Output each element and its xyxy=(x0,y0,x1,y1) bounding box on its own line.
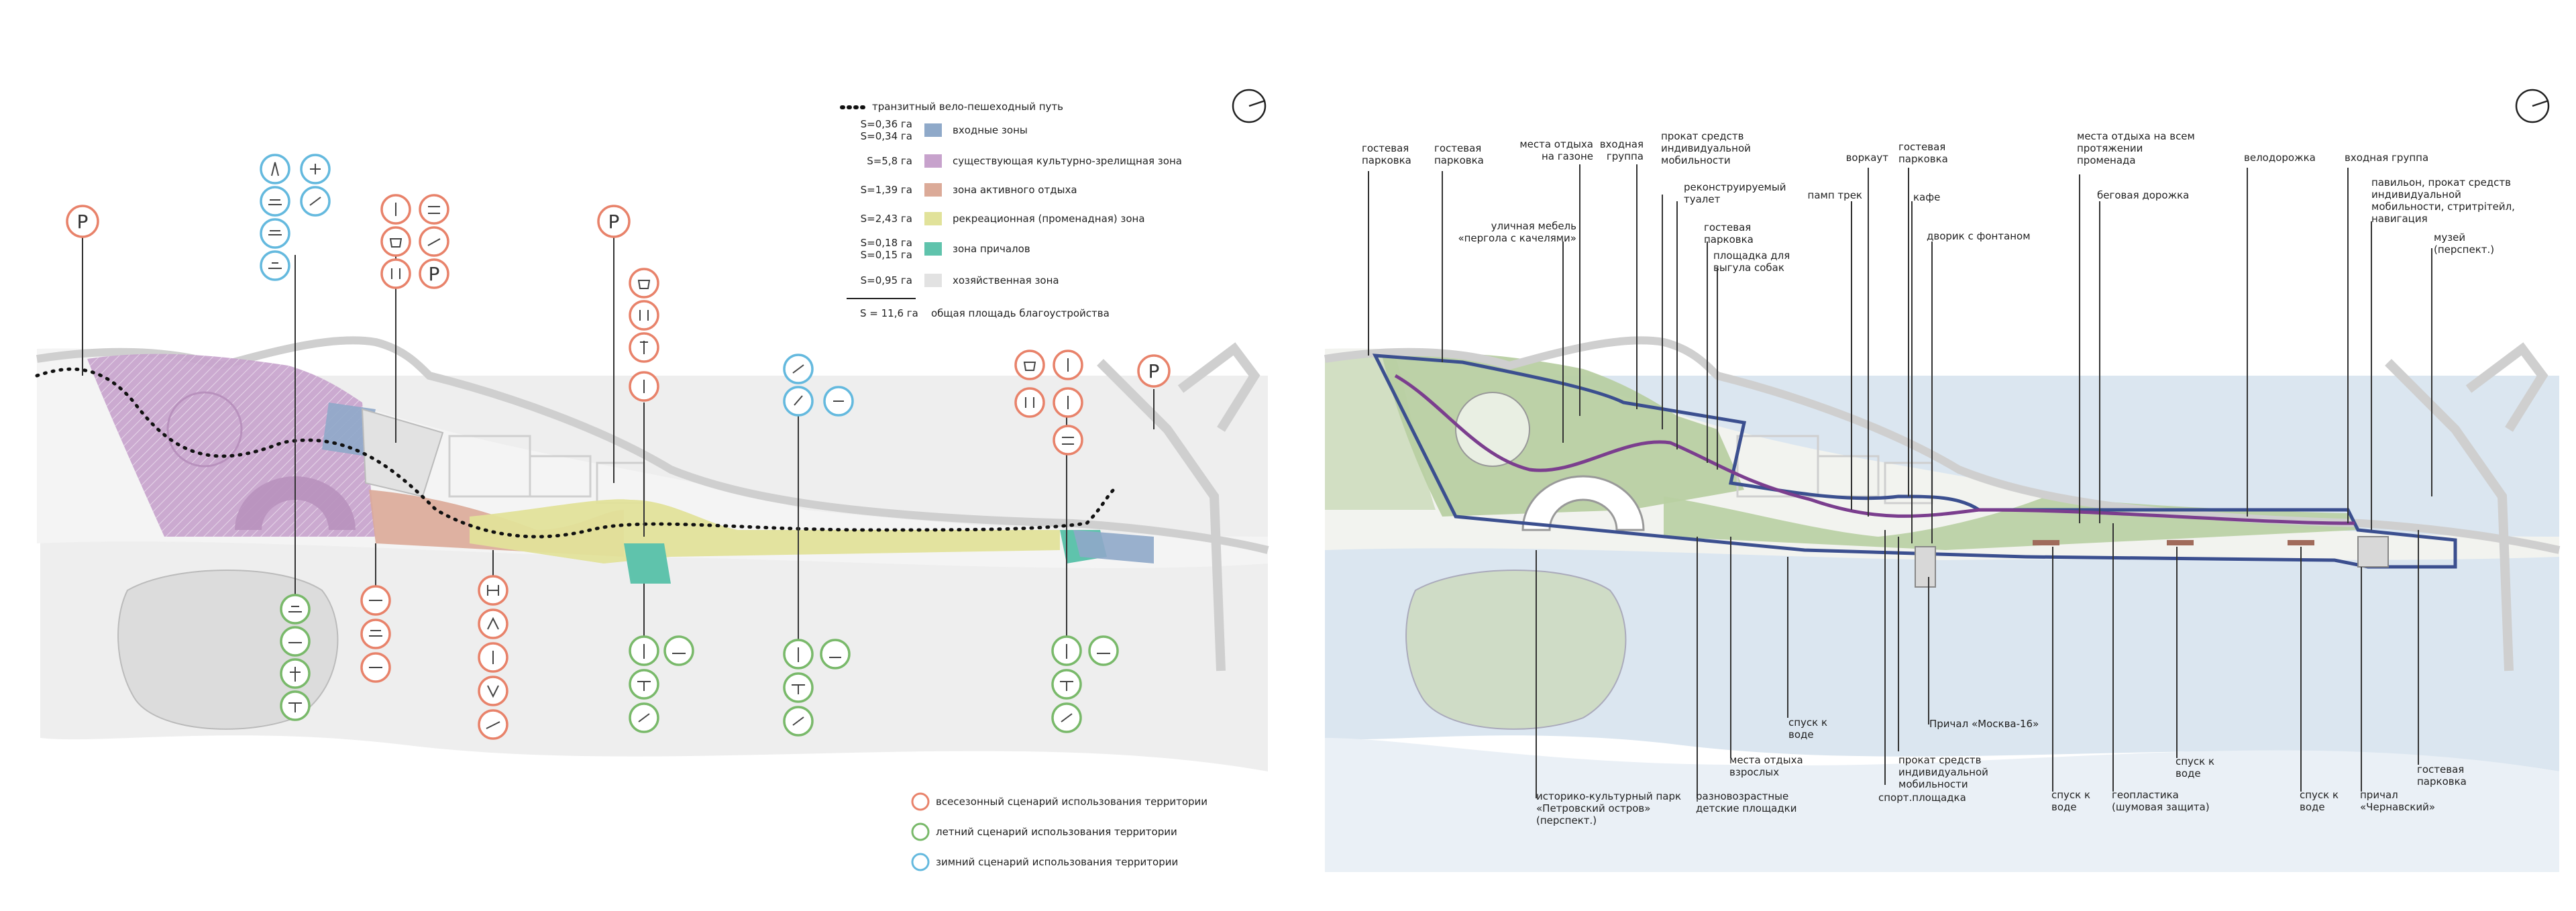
legend-left xyxy=(840,105,942,299)
parking-letter: P xyxy=(429,263,440,285)
north-arrow-left xyxy=(1232,89,1267,123)
parking-icon-3 xyxy=(597,205,631,238)
sled-icon xyxy=(260,186,290,217)
icon-leaders-left xyxy=(82,235,1155,644)
bench-icon-2 xyxy=(360,619,391,649)
i-love-nn-icon-2 xyxy=(1053,425,1083,455)
icons-left: P P P P xyxy=(66,154,1171,740)
cafe-icon-2 xyxy=(629,268,659,299)
bench-winter-icon xyxy=(260,218,290,249)
parking-letter: P xyxy=(77,211,89,233)
sled2-icon xyxy=(260,250,290,281)
parking-icon-4 xyxy=(1137,354,1171,388)
river-lower-right xyxy=(1325,738,2559,872)
bridge-right xyxy=(2385,342,2548,672)
zone-promenade xyxy=(470,499,1060,564)
parking-icon-2 xyxy=(419,258,449,289)
right-master-plan xyxy=(1324,336,2561,872)
island-right xyxy=(1405,570,1627,730)
swatch-entrance xyxy=(924,123,942,137)
swatch-piers xyxy=(924,242,942,256)
parking-letter: P xyxy=(608,211,620,233)
parking-icon xyxy=(66,205,99,238)
cafe-icon-3 xyxy=(1014,350,1045,380)
water-steps xyxy=(2033,540,2314,545)
transit-path-left xyxy=(35,367,1116,539)
cafe-icon xyxy=(380,226,411,257)
leaders-right xyxy=(1368,164,2432,798)
parking-letter: P xyxy=(1148,360,1160,382)
picnic-icon xyxy=(280,594,311,625)
green-left-edge xyxy=(1325,356,1436,510)
amphitheater xyxy=(235,476,356,530)
boat-icon-2 xyxy=(1088,635,1119,666)
swatch-household xyxy=(924,274,942,287)
pier-moscow-16 xyxy=(1915,546,1936,588)
fountain-round-left xyxy=(166,391,243,468)
zone-entrance-2 xyxy=(1073,530,1154,564)
pier-chernavsky xyxy=(2357,536,2389,568)
bridge-left xyxy=(1097,342,1260,672)
bike-path-right xyxy=(1394,374,2355,525)
i-love-nn-icon xyxy=(419,194,449,225)
ski-icon xyxy=(260,154,290,184)
bicycle-icon xyxy=(820,639,851,669)
toilet-icon xyxy=(380,258,411,289)
toilet-icon-3 xyxy=(1014,387,1045,418)
scenario-legend-marks xyxy=(911,792,930,871)
swatch-active xyxy=(924,183,942,197)
north-arrow-right xyxy=(2515,89,2550,123)
boat-icon xyxy=(663,635,694,666)
fountain-round-right xyxy=(1455,392,1530,467)
left-zoning-map xyxy=(35,336,1269,771)
swatch-promenade xyxy=(924,212,942,225)
amphitheater-right xyxy=(1521,475,1645,531)
zone-piers-1 xyxy=(624,543,671,584)
swatch-cultural xyxy=(924,154,942,168)
playground-icon xyxy=(478,608,508,639)
bench-icon xyxy=(280,626,311,657)
swing-icon xyxy=(478,676,508,706)
coast-line-right xyxy=(1324,336,2561,554)
toilet-icon-2 xyxy=(629,300,659,331)
